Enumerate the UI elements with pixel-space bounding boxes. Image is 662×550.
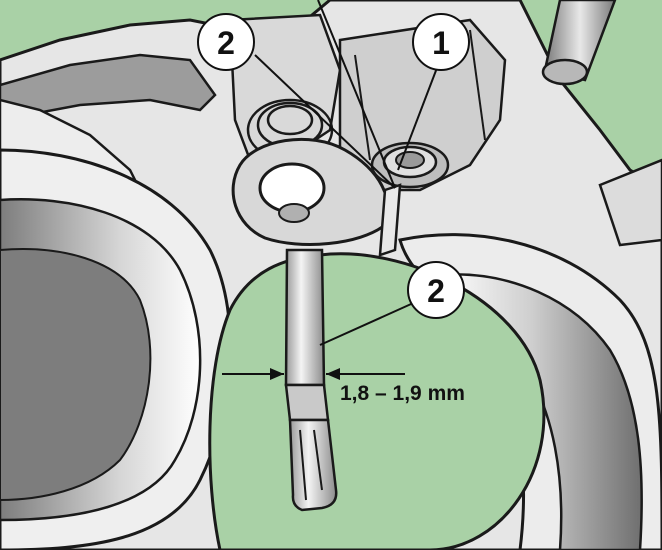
callout-bubble-2-lower: 2 [407,261,465,319]
left-port-shadow [0,248,152,502]
svg-text:2: 2 [217,25,235,61]
spring-coil [266,104,314,136]
svg-text:1: 1 [432,25,450,61]
callout-leader [254,54,396,189]
socket-edge [469,29,486,141]
right-flange [598,158,662,247]
stud-bolt [541,0,617,86]
svg-text:2: 2 [427,273,445,309]
callout-leader [319,299,421,346]
callout-bubble-1: 1 [412,13,470,71]
dimension-label: 1,8 – 1,9 mm [340,382,465,405]
dimension-marker [222,368,405,380]
valve-guide-tool [284,248,338,512]
guide-hole-inner [278,203,310,223]
callout-leader [397,59,441,171]
callout-leader [317,0,396,189]
callout-bubble-2-top: 2 [197,13,255,71]
